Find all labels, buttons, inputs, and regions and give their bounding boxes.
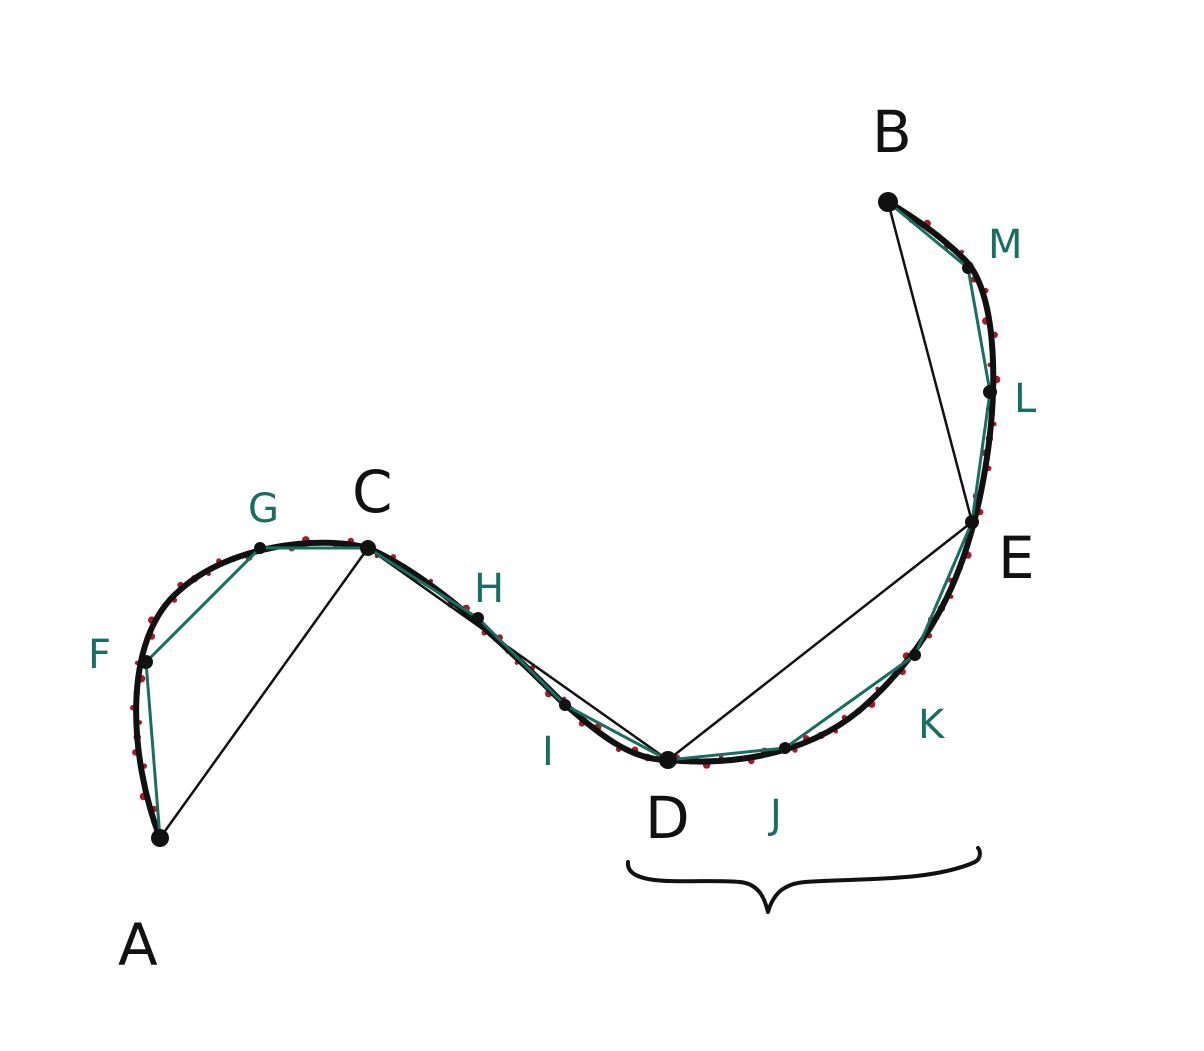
point-L	[983, 385, 997, 399]
chord-E-B	[886, 200, 974, 524]
point-F	[139, 655, 153, 669]
label-E: E	[998, 524, 1035, 592]
chord-D-E	[666, 520, 974, 762]
point-J	[779, 742, 791, 754]
refined-chord-C-H-I-D	[366, 546, 670, 762]
point-A	[151, 829, 169, 847]
point-B	[878, 192, 898, 212]
label-B: B	[872, 98, 912, 166]
coarse-chords	[158, 200, 974, 840]
label-D: D	[645, 784, 690, 852]
curly-brace	[626, 846, 982, 914]
label-J: J	[767, 792, 782, 838]
label-L: L	[1014, 376, 1037, 422]
point-M	[962, 262, 974, 274]
label-M: M	[988, 222, 1023, 268]
label-H: H	[474, 566, 504, 612]
chord-C-D	[366, 546, 670, 762]
refined-chord-D-J-K-E	[666, 520, 974, 762]
label-C: C	[352, 458, 393, 526]
label-I: I	[542, 729, 554, 775]
sub-labels: F G H I J K L M	[88, 222, 1037, 838]
point-C	[360, 540, 376, 556]
refined-chord-A-F-G-C	[144, 546, 370, 840]
point-K	[909, 649, 921, 661]
label-F: F	[88, 632, 111, 678]
point-D	[659, 751, 677, 769]
point-E	[965, 515, 979, 529]
refined-chords	[144, 200, 992, 840]
label-A: A	[118, 911, 158, 979]
chord-A-C	[158, 546, 370, 840]
main-labels: A B C D E	[118, 98, 1035, 979]
point-H	[472, 612, 484, 624]
division-points	[139, 192, 997, 847]
refined-chord-E-L-M-B	[886, 200, 992, 524]
label-K: K	[918, 702, 946, 748]
point-G	[254, 542, 266, 554]
label-G: G	[248, 486, 279, 532]
point-I	[559, 699, 571, 711]
